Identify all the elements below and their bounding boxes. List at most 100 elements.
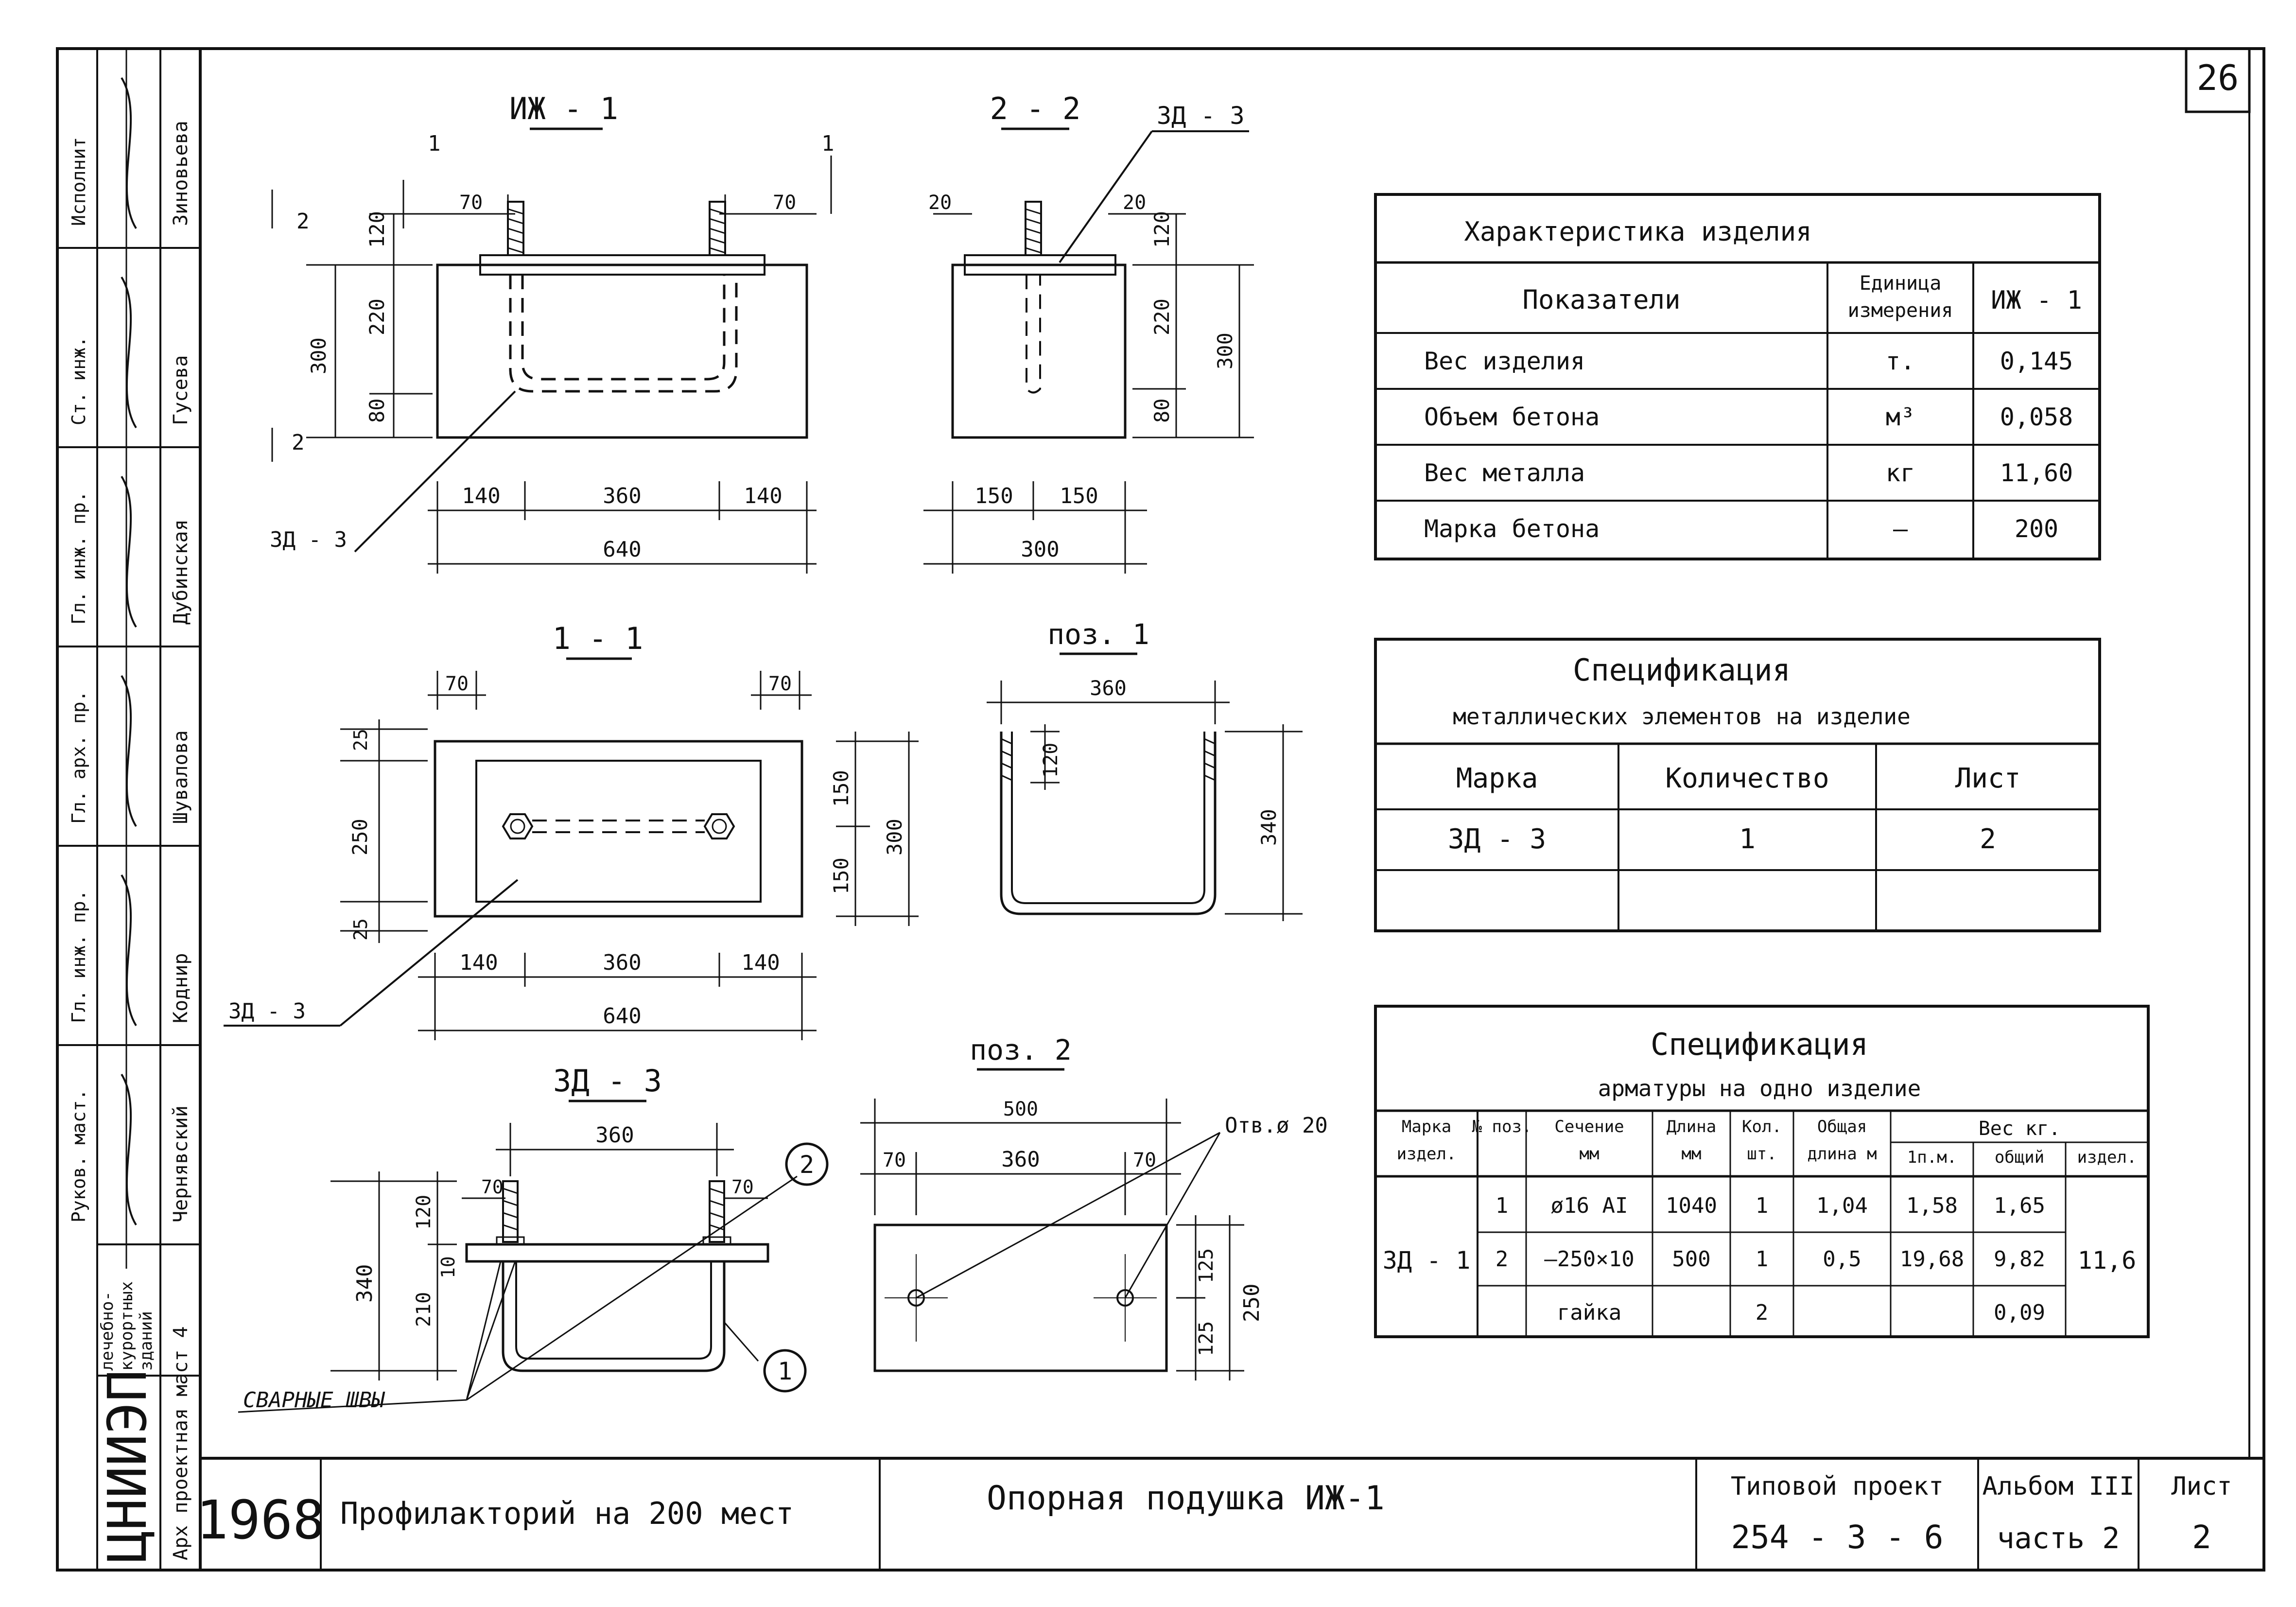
signature-stroke bbox=[121, 276, 137, 429]
hole-leader-2 bbox=[1124, 1132, 1221, 1298]
izh1-threaded-rod-right bbox=[709, 201, 726, 256]
dim-120: 120 bbox=[365, 211, 389, 248]
char-row-value: 200 bbox=[2015, 515, 2058, 543]
year: 1968 bbox=[196, 1489, 325, 1551]
rebar-header: 1п.м. bbox=[1907, 1148, 1957, 1167]
sec11-dim-640: 640 bbox=[603, 1004, 641, 1029]
hole-label: Отв.ø 20 bbox=[1225, 1113, 1328, 1138]
stamp-name: Дубинская bbox=[170, 519, 192, 625]
sec22-ubolt-leg bbox=[1026, 275, 1041, 394]
signature-stroke bbox=[121, 675, 137, 827]
cut-mark-1-right: 1 bbox=[821, 131, 835, 156]
zd3-dim-70-left: 70 bbox=[481, 1176, 504, 1198]
rebar-spec-subtitle: арматуры на одно изделие bbox=[1598, 1075, 1921, 1101]
rebar-cell: 1,58 bbox=[1906, 1193, 1958, 1218]
char-row-label: Объем бетона bbox=[1424, 403, 1600, 431]
rebar-cell: 0,09 bbox=[1994, 1300, 2045, 1325]
dim-140-left: 140 bbox=[462, 484, 500, 508]
sheet-label: Лист bbox=[2171, 1472, 2232, 1501]
dim-140-right: 140 bbox=[744, 484, 782, 508]
char-row-value: 0,058 bbox=[2000, 403, 2073, 431]
sec11-block-outline bbox=[434, 740, 803, 918]
view-1-1: 1 - 1 ЗД - 3 bbox=[224, 621, 919, 1040]
sec11-dim-70-left: 70 bbox=[445, 673, 469, 695]
char-row-unit: м³ bbox=[1886, 403, 1915, 431]
dim-70-right: 70 bbox=[773, 192, 796, 214]
zd3-dim-340: 340 bbox=[352, 1264, 377, 1303]
poz2-plate bbox=[873, 1223, 1168, 1372]
rebar-header-weight: Вес кг. bbox=[1979, 1118, 2061, 1140]
view-zd3-title: ЗД - 3 bbox=[553, 1063, 662, 1099]
rebar-header: Кол. шт. bbox=[1742, 1117, 1782, 1164]
rebar-cell: 1040 bbox=[1666, 1193, 1717, 1218]
leader-zd3-sec22-label: ЗД - 3 bbox=[1157, 102, 1245, 130]
rebar-cell: 1 bbox=[1496, 1193, 1509, 1218]
zd3-dim-120: 120 bbox=[413, 1195, 435, 1230]
stamp-name: Зиновьева bbox=[170, 121, 192, 226]
metal-row-sheet: 2 bbox=[1980, 823, 1996, 855]
metal-row-mark: ЗД - 3 bbox=[1448, 823, 1546, 855]
rebar-cell: 1,04 bbox=[1816, 1193, 1868, 1218]
rebar-cell: 9,82 bbox=[1994, 1247, 2045, 1272]
rebar-header: Длина мм bbox=[1666, 1117, 1717, 1164]
metal-spec-title: Спецификация bbox=[1573, 652, 1791, 688]
sec11-nut-left bbox=[502, 813, 534, 839]
drawing-title: Опорная подушка ИЖ-1 bbox=[987, 1479, 1385, 1518]
poz2-dim-250: 250 bbox=[1239, 1284, 1264, 1322]
org-line-2: курортных bbox=[117, 1281, 137, 1371]
metal-spec-subtitle: металлических элементов на изделие bbox=[1453, 703, 1911, 730]
signature-stroke bbox=[121, 475, 137, 628]
sec22-block-outline bbox=[951, 263, 1127, 439]
sec22-dim-150-left: 150 bbox=[974, 484, 1013, 508]
izh1-plate bbox=[479, 254, 765, 276]
stamp-name: Коднир bbox=[170, 953, 192, 1024]
signature-stroke bbox=[121, 874, 137, 1027]
rebar-cell: 2 bbox=[1496, 1247, 1509, 1272]
leader-zd3-sec22 bbox=[1059, 130, 1153, 263]
sheet-number-box: 26 bbox=[2185, 47, 2251, 113]
rebar-total: 11,6 bbox=[2078, 1246, 2136, 1275]
char-row-label: Вес металла bbox=[1424, 459, 1585, 487]
cut-mark-1-left: 1 bbox=[428, 131, 441, 156]
rebar-cell: 1 bbox=[1756, 1247, 1769, 1272]
sec11-dim-250: 250 bbox=[348, 819, 372, 856]
callout-1-circle bbox=[763, 1349, 807, 1393]
zd3-plate bbox=[465, 1243, 769, 1263]
sec11-dim-150-top: 150 bbox=[829, 770, 853, 807]
dim-360: 360 bbox=[603, 484, 641, 508]
project-label: Типовой проект bbox=[1731, 1472, 1944, 1501]
title-block: 1968 Профилакторий на 200 мест Опорная п… bbox=[196, 1457, 2264, 1570]
char-row-unit: — bbox=[1893, 515, 1908, 543]
stamp-role: Гл. арх. пр. bbox=[68, 690, 89, 824]
sec22-dim-20-left: 20 bbox=[928, 192, 952, 214]
char-row-label: Марка бетона bbox=[1424, 515, 1600, 543]
sec11-nut-right bbox=[703, 813, 735, 839]
dim-70-left: 70 bbox=[459, 192, 483, 214]
cut-mark-2-top: 2 bbox=[296, 209, 310, 234]
sec22-dim-20-right: 20 bbox=[1123, 192, 1146, 214]
sheet: 2 bbox=[2192, 1519, 2211, 1556]
stamp-role: Ст. инж. bbox=[68, 336, 89, 425]
stamp-name: Чернявский bbox=[170, 1105, 192, 1223]
poz2-dim-125-bottom: 125 bbox=[1195, 1321, 1218, 1356]
leader-zd3-top-label: ЗД - 3 bbox=[270, 527, 347, 552]
poz2-dim-360: 360 bbox=[1001, 1147, 1040, 1172]
poz1-dim-360: 360 bbox=[1090, 676, 1127, 700]
rebar-cell: —250×10 bbox=[1544, 1247, 1634, 1272]
metal-spec-table: Спецификация металлических элементов на … bbox=[1374, 638, 2101, 932]
weld-label: СВАРНЫЕ ШВЫ bbox=[243, 1388, 385, 1413]
sec22-dim-300: 300 bbox=[1021, 537, 1059, 562]
sec11-dim-300: 300 bbox=[883, 819, 906, 856]
leader-zd3-sec11-label: ЗД - 3 bbox=[228, 999, 306, 1024]
char-row-unit: т. bbox=[1886, 347, 1915, 375]
zd3-dim-360: 360 bbox=[595, 1123, 634, 1148]
stamp-role: Гл. инж. пр. bbox=[68, 491, 89, 625]
char-header-unit: Единица измерения bbox=[1847, 272, 1953, 322]
view-poz2: поз. 2 Отв.ø 20 500 70 360 70 125 1 bbox=[860, 1033, 1328, 1380]
poz2-dim-70-left: 70 bbox=[883, 1149, 906, 1171]
object-name: Профилакторий на 200 мест bbox=[340, 1496, 794, 1531]
zd3-rod-left bbox=[502, 1180, 519, 1243]
stamp-role: Исполнит bbox=[68, 137, 89, 226]
stamp-role: Гл. инж. пр. bbox=[68, 890, 89, 1023]
